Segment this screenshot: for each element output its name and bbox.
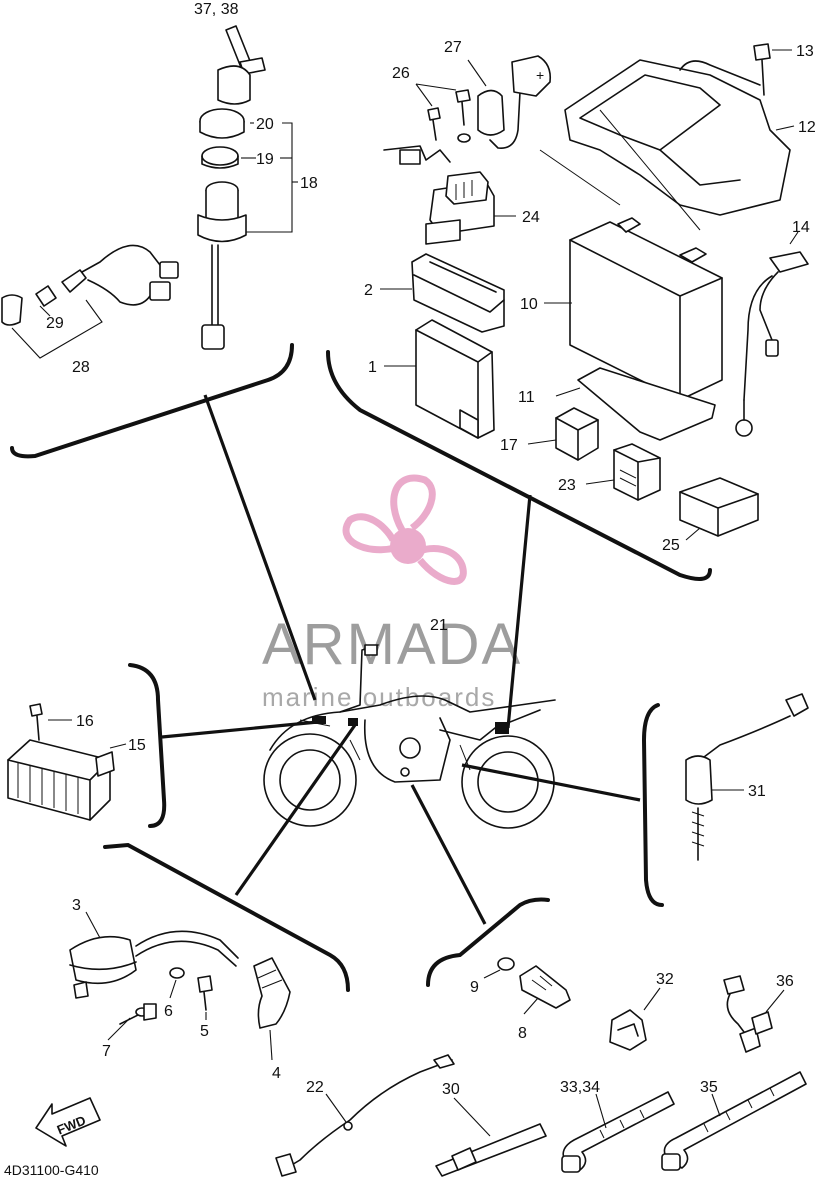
clamp-32 <box>609 1009 647 1051</box>
label-22: 22 <box>306 1079 324 1096</box>
bracket-top-right <box>326 350 712 581</box>
bolt-5 <box>197 975 213 1011</box>
relay-23 <box>613 443 661 501</box>
cable-tie-35 <box>661 1071 807 1171</box>
label-36: 36 <box>776 973 794 990</box>
plug-cap-4 <box>253 957 291 1029</box>
label-16: 16 <box>76 713 94 730</box>
washer-9 <box>497 957 515 971</box>
battery-case-12 <box>564 43 791 216</box>
label-17: 17 <box>500 437 518 454</box>
label-37-38: 37, 38 <box>194 1 239 18</box>
watermark-tagline: marine outboards <box>262 682 496 712</box>
label-11: 11 <box>518 389 535 406</box>
label-4: 4 <box>272 1065 281 1082</box>
box-25 <box>679 477 759 537</box>
fwd-arrow-icon: FWD <box>35 1097 101 1147</box>
ignition-coil-3 <box>69 930 239 999</box>
label-25: 25 <box>662 537 680 554</box>
label-12: 12 <box>798 119 816 136</box>
bracket-mid-left <box>128 663 167 828</box>
label-27: 27 <box>444 39 462 56</box>
bracket-bottom-center <box>426 897 550 987</box>
bolt-7 <box>119 1003 157 1025</box>
cable-28-29 <box>1 244 179 326</box>
diagram-code: 4D31100-G410 <box>4 1162 99 1178</box>
label-1: 1 <box>368 359 377 376</box>
label-20: 20 <box>256 116 274 133</box>
battery-cable-14 <box>735 251 809 437</box>
label-18: 18 <box>300 175 318 192</box>
bolts-26-27: + <box>427 55 552 149</box>
label-21: 21 <box>430 617 448 634</box>
label-15: 15 <box>128 737 146 754</box>
label-2: 2 <box>364 282 373 299</box>
label-32: 32 <box>656 971 674 988</box>
label-26: 26 <box>392 65 410 82</box>
label-7: 7 <box>102 1043 111 1060</box>
relay-17 <box>555 407 599 461</box>
main-switch-assembly <box>197 25 266 350</box>
label-28: 28 <box>72 359 90 376</box>
label-31: 31 <box>748 783 766 800</box>
label-5: 5 <box>200 1023 209 1040</box>
bracket-mid-right <box>641 703 664 907</box>
label-30: 30 <box>442 1081 460 1098</box>
label-13: 13 <box>796 43 814 60</box>
switch-8 <box>519 965 571 1009</box>
cable-tie-33-34 <box>561 1091 675 1173</box>
label-10: 10 <box>520 296 538 313</box>
label-29: 29 <box>46 315 64 332</box>
svg-text:+: + <box>536 67 544 83</box>
cable-22 <box>275 1054 455 1177</box>
bracket-bottom-left <box>103 842 350 992</box>
label-19: 19 <box>256 151 274 168</box>
label-3: 3 <box>72 897 81 914</box>
label-9: 9 <box>470 979 479 996</box>
group-connectors <box>161 394 641 925</box>
group-brackets <box>10 343 712 992</box>
ecu-1 <box>415 319 495 439</box>
watermark-brand: ARMADA <box>262 612 522 677</box>
label-6: 6 <box>164 1003 173 1020</box>
label-35: 35 <box>700 1079 718 1096</box>
sensor-31 <box>685 693 809 861</box>
rectifier-15 <box>7 703 115 821</box>
label-8: 8 <box>518 1025 527 1042</box>
watermark-propeller-logo <box>342 474 467 585</box>
part-labels: 37, 38 20 19 18 29 28 27 26 13 12 24 14 … <box>46 1 816 1098</box>
harness-36 <box>723 975 773 1053</box>
cover-2 <box>411 253 505 333</box>
bracket-top-left <box>10 343 294 459</box>
label-24: 24 <box>522 209 540 226</box>
label-23: 23 <box>558 477 576 494</box>
motorcycle-outline <box>263 644 556 829</box>
washer-6 <box>169 967 185 979</box>
label-33-34: 33,34 <box>560 1079 600 1096</box>
battery-10 <box>569 217 723 401</box>
cable-tie-30 <box>435 1123 547 1177</box>
battery-band-11 <box>577 367 716 441</box>
label-14: 14 <box>792 219 810 236</box>
relay-24 <box>383 145 495 245</box>
